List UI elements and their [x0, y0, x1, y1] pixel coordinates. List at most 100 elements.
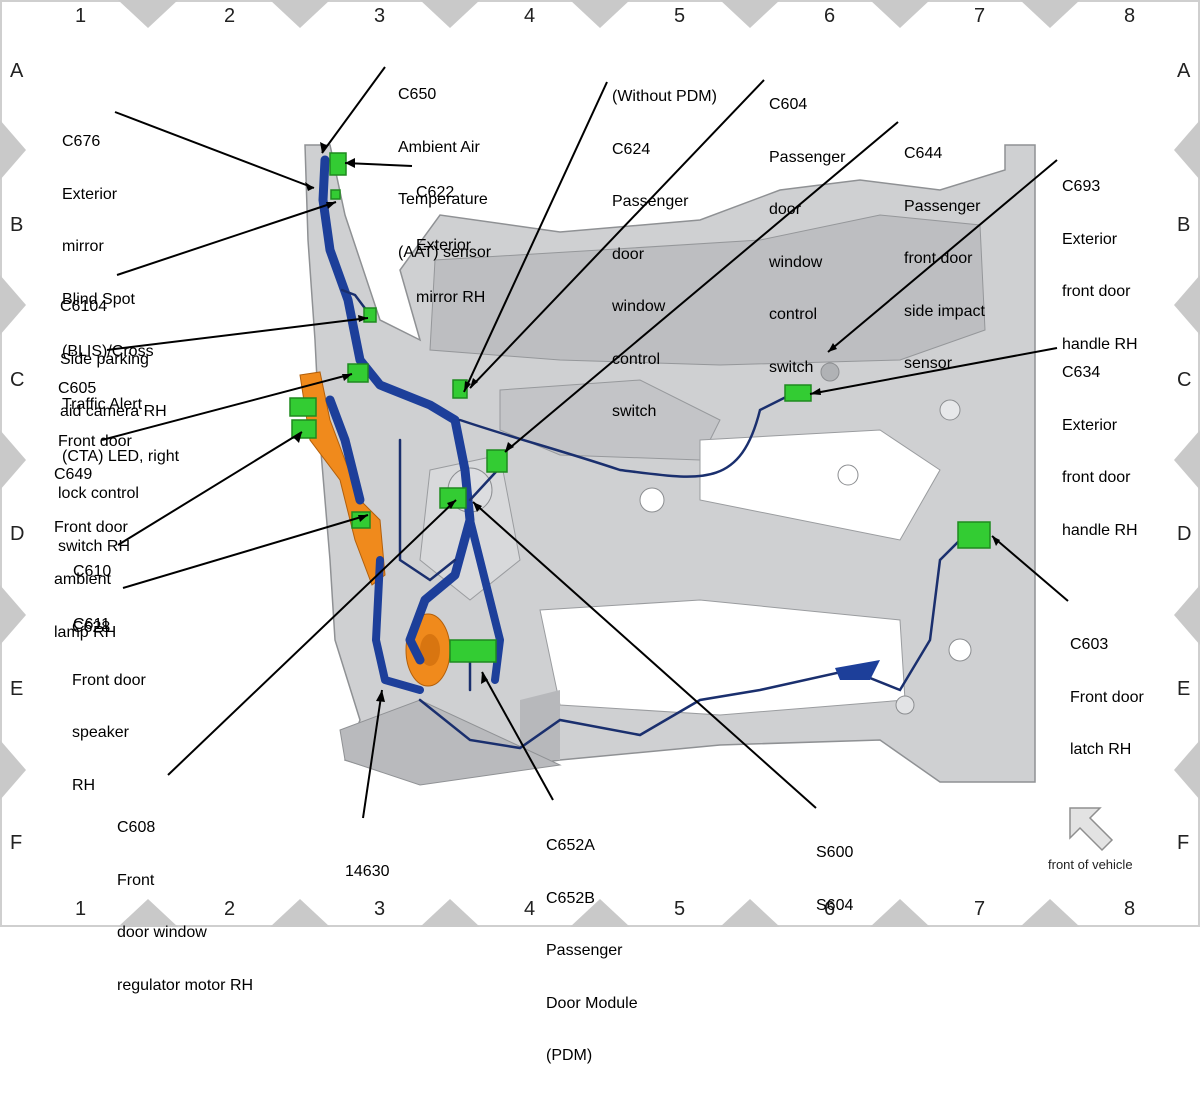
- callout-line: Passenger: [904, 197, 981, 215]
- col-label-bottom-3: 3: [374, 898, 386, 920]
- callout-line: Front door: [54, 518, 128, 536]
- col-label-bottom-7: 7: [974, 898, 986, 920]
- row-label-left-a: A: [10, 60, 24, 82]
- callout-line: switch: [769, 358, 814, 376]
- callout-line: window: [612, 298, 666, 315]
- callout-line: Exterior: [62, 185, 118, 203]
- callout-line: Passenger: [769, 148, 846, 166]
- callout-c6104: C6104 Side parking aid camera RH: [60, 263, 167, 456]
- callout-line: Ambient Air: [398, 138, 480, 156]
- callout-line: C652A: [546, 837, 595, 854]
- callout-c628: C628 Front door speaker RH: [72, 584, 146, 829]
- connectors: [289, 152, 991, 663]
- col-label-top-2: 2: [224, 5, 236, 27]
- row-label-left-e: E: [10, 678, 24, 700]
- callout-c650: C650 Ambient Air Temperature (AAT) senso…: [398, 51, 491, 296]
- callout-line: Side parking: [60, 350, 149, 368]
- callout-s600-s604: S600 S604: [816, 809, 853, 949]
- callout-line: Exterior: [1062, 230, 1118, 248]
- callout-line: 14630: [345, 863, 390, 880]
- callout-line: switch: [612, 403, 657, 420]
- col-label-bottom-6: 6: [824, 898, 836, 920]
- callout-line: latch RH: [1070, 741, 1132, 758]
- callout-line: switch RH: [58, 537, 131, 555]
- row-label-left-d: D: [10, 523, 25, 545]
- callout-14630: 14630: [345, 828, 390, 916]
- callout-line: side impact: [904, 302, 985, 320]
- row-label-right-b: B: [1177, 214, 1191, 236]
- callout-line: Traffic Alert: [62, 395, 143, 413]
- row-label-left-f: F: [10, 832, 23, 854]
- callout-line: C652B: [546, 889, 595, 907]
- callout-line: handle RH: [1062, 521, 1138, 539]
- callout-line: aid camera RH: [60, 403, 167, 420]
- row-label-right-e: E: [1177, 678, 1191, 700]
- callout-line: front door: [1062, 283, 1131, 300]
- callout-line: C604: [769, 96, 808, 113]
- callout-line: regulator motor RH: [117, 976, 254, 994]
- row-label-right-a: A: [1177, 60, 1191, 82]
- callout-line: Passenger: [612, 193, 689, 210]
- callout-line: front door: [904, 250, 973, 267]
- callout-line: door: [769, 201, 802, 218]
- callout-line: (AAT) sensor: [398, 243, 492, 261]
- callout-line: C628: [72, 619, 111, 636]
- col-label-bottom-4: 4: [524, 898, 536, 920]
- callout-line: lamp RH: [54, 623, 117, 641]
- main-harness: [318, 155, 504, 694]
- callout-c649: C649 Front door ambient lamp RH: [54, 431, 128, 676]
- callout-line: C611: [73, 615, 111, 633]
- col-label-top-7: 7: [974, 5, 986, 27]
- callout-line: (Without PDM): [612, 88, 717, 105]
- callout-line: C634: [1062, 364, 1101, 381]
- col-label-top-5: 5: [674, 5, 686, 27]
- callout-c652: C652A C652B Passenger Door Module (PDM): [546, 802, 638, 1100]
- col-label-bottom-1: 1: [75, 898, 87, 920]
- callout-c693: C693 Exterior front door handle RH: [1062, 143, 1138, 388]
- callout-c644: C644 Passenger front door side impact se…: [904, 110, 985, 408]
- callout-line: C644: [904, 145, 943, 162]
- callout-c634: C634 Exterior front door handle RH: [1062, 329, 1138, 574]
- callout-line: C676: [62, 133, 101, 150]
- callout-line: Exterior: [416, 236, 472, 254]
- callout-c605: C605 Front door lock control switch RH: [58, 345, 139, 590]
- callout-line: (PDM): [546, 1047, 593, 1064]
- callout-c608: C608 Front door window regulator motor R…: [117, 784, 253, 1029]
- blue-plate: [835, 660, 880, 680]
- col-label-top-4: 4: [524, 5, 536, 27]
- col-label-bottom-8: 8: [1124, 898, 1136, 920]
- callout-line: mirror: [62, 238, 104, 255]
- callout-line: C603: [1070, 636, 1109, 653]
- callout-line: C6104: [60, 298, 108, 315]
- callout-line: Front door: [58, 432, 132, 450]
- col-label-top-8: 8: [1124, 5, 1136, 27]
- callout-line: C608: [117, 819, 156, 836]
- row-label-left-b: B: [10, 214, 24, 236]
- callout-line: Passenger: [546, 942, 623, 959]
- row-label-right-f: F: [1177, 832, 1190, 854]
- col-label-bottom-2: 2: [224, 898, 236, 920]
- callout-line: mirror RH: [416, 289, 486, 306]
- callout-line: C622: [416, 184, 455, 201]
- arrowheads: [294, 142, 1000, 702]
- callout-c624: (Without PDM) C624 Passenger door window…: [612, 53, 717, 456]
- front-arrow-icon: [1069, 807, 1114, 852]
- callout-line: Front door: [72, 671, 146, 689]
- callout-c603: C603 Front door latch RH: [1070, 601, 1144, 794]
- callout-line: C624: [612, 140, 651, 158]
- callout-line: Door Module: [546, 994, 638, 1012]
- callout-line: lock control: [58, 485, 139, 502]
- callout-line: C605: [58, 380, 97, 397]
- callout-line: control: [612, 350, 661, 368]
- callout-c610-c611: C610 C611: [73, 528, 111, 668]
- callout-line: speaker: [72, 724, 129, 741]
- callout-line: ambient: [54, 571, 111, 588]
- col-label-top-1: 1: [75, 5, 87, 27]
- row-label-right-c: C: [1177, 369, 1192, 391]
- col-label-top-6: 6: [824, 5, 836, 27]
- door-harness-illustration: [0, 0, 1200, 927]
- callout-line: Exterior: [1062, 416, 1118, 434]
- thin-wires: [340, 288, 967, 750]
- callout-line: window: [769, 253, 823, 271]
- callout-line: RH: [72, 776, 96, 794]
